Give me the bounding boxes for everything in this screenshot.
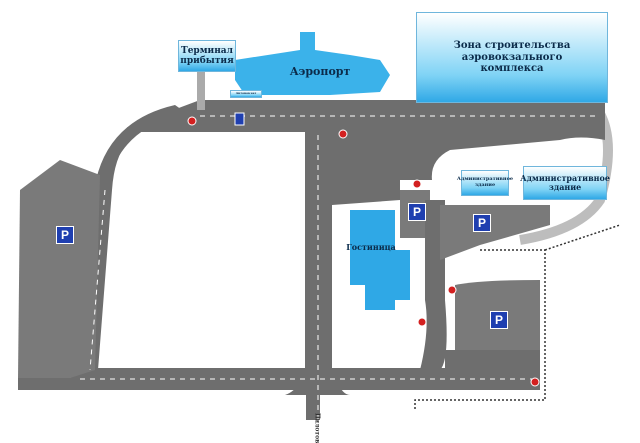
airport-label: Аэропорт [289,64,351,78]
parking-left [18,160,100,378]
parking-admin [440,205,550,260]
parking-icon: P [408,203,426,221]
parking-lower-road [445,350,540,390]
bus-stop-icon [234,112,245,126]
left-road-inner [88,130,140,372]
hotel-building [350,210,410,310]
street-label: Пилотов [313,412,321,443]
terminal-pole [197,70,205,110]
parking-icon: P [56,226,74,244]
admin-building-large: Административное здание [520,166,610,200]
no-entry-sign-icon [187,116,540,387]
airport-building [235,32,390,95]
terminal-apron [332,132,605,205]
arrival-terminal-label: Терминал прибытия [178,40,236,72]
parking-icon: P [473,214,491,232]
top-road [130,100,605,132]
lane-markings [80,115,600,420]
admin-building-small: Административное здание [457,170,513,196]
parking-icon: P [490,311,508,329]
construction-zone-label: Зона строительства аэровокзального компл… [416,12,608,103]
bus-station-label: Автовокзал [230,90,262,98]
fence [414,224,621,410]
hotel-label: Гостиница [346,242,396,253]
